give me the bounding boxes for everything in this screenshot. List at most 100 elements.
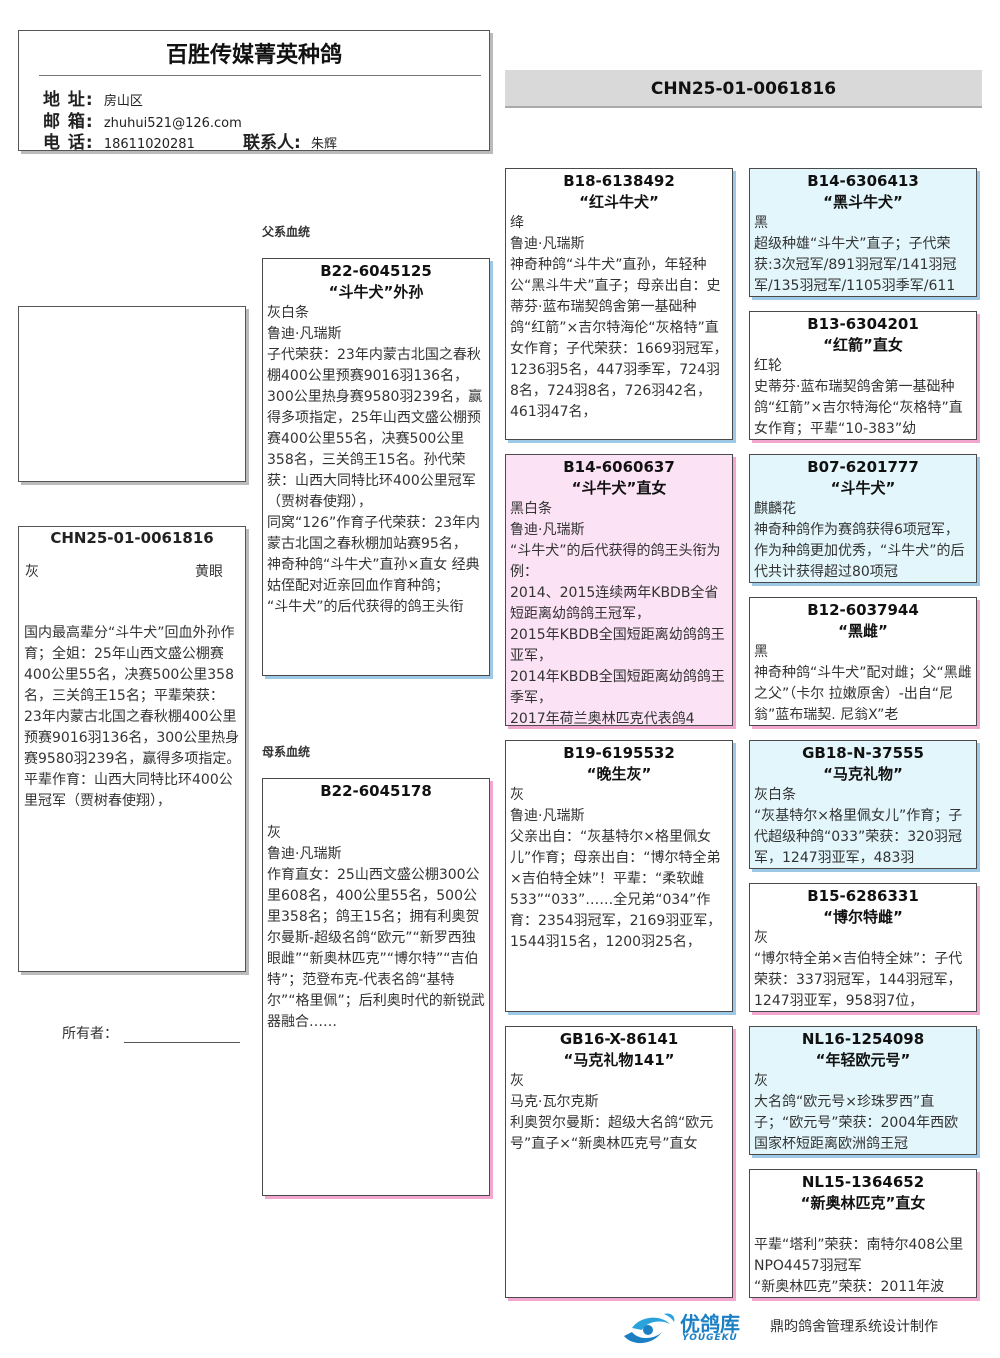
owner-field: 所有者：	[62, 1023, 240, 1043]
ring-number: NL16-1254098	[801, 1030, 925, 1048]
org-name: 百胜传媒菁英种鸽	[165, 43, 342, 68]
card-line: 作育直女：25山西文盛公棚300公里608名，400公里55名，500公里358…	[267, 867, 485, 1030]
ring-number: B22-6045178	[320, 782, 432, 800]
pigeon-color: 灰	[754, 930, 768, 946]
logo-cn-text: 优鸽库	[680, 1312, 740, 1336]
card-line: 鲁迪·凡瑞斯	[510, 236, 585, 252]
email-label: 邮 箱:	[43, 112, 94, 132]
card-dsd: B15-6286331 “博尔特雌” 灰 “博尔特全弟×吉伯特全妹”：子代荣获：337…	[749, 883, 977, 1012]
pigeon-color: 黑白条	[510, 501, 552, 517]
pigeon-name: “晚生灰”	[586, 765, 652, 783]
card-sds: B07-6201777 “斗牛犬” 麒麟花神奇种鸽作为赛鸽获得6项冠军，作为种鸽更加…	[749, 454, 977, 583]
ring-number: B18-6138492	[563, 172, 675, 190]
credit-text: 鼎昀鸽舍管理系统设计制作	[770, 1319, 938, 1335]
pigeon-color: 麒麟花	[754, 501, 796, 517]
card-sss: B14-6306413 “黑斗牛犬” 黑超级种雄“斗牛犬”直子；子代荣获:3次冠军/…	[749, 168, 977, 297]
email-row: 邮 箱: zhuhui521@126.com	[43, 107, 242, 132]
owner-signature-line	[124, 1029, 240, 1043]
card-body: 灰马克·瓦尔克斯利奥贺尔曼斯：超级大名鸽“欧元号”直子×“新奥林匹克号”直女	[506, 1071, 732, 1155]
ring-number: NL15-1364652	[801, 1173, 925, 1191]
card-line: 神奇种鸽作为赛鸽获得6项冠军，作为种鸽更加优秀，“斗牛犬”的后代共计获得超过80…	[754, 522, 965, 580]
card-line: 鲁迪·凡瑞斯	[267, 846, 342, 862]
card-line: 2015年KBDB全国短距离幼鸽鸽王亚军，	[510, 627, 725, 664]
card-dam-sire: B19-6195532 “晚生灰” 灰鲁迪·凡瑞斯父亲出自：“灰基特尔×格里佩女儿”…	[505, 740, 733, 1012]
contact-label: 联系人:	[242, 133, 301, 153]
ring-number: B07-6201777	[807, 458, 919, 476]
ring-number: B15-6286331	[807, 887, 919, 905]
card-body: 黑神奇种鸽“斗牛犬”配对雌；父“黑雌之父”（卡尔 拉嫩原舍）-出自“尼翁”蓝布瑞…	[750, 642, 976, 725]
pigeon-color: 灰	[510, 787, 524, 803]
pigeon-name: “斗牛犬”外孙	[328, 283, 424, 301]
card-line: 2014年KBDB全国短距离幼鸽鸽王季军，	[510, 669, 725, 706]
breeder-header: 百胜传媒菁英种鸽 地 址: 房山区 邮 箱: zhuhui521@126.com…	[18, 30, 490, 153]
card-line: 子代荣获：23年内蒙古北国之春秋棚400公里预赛9016羽136名，300公里热…	[267, 347, 483, 510]
card-ssd: B13-6304201 “红箭”直女红轮史蒂芬·蓝布瑞契鸽舍第一基础种鸽“红箭”×…	[749, 311, 977, 440]
ring-number: GB18-N-37555	[802, 744, 924, 762]
card-line: 史蒂芬·蓝布瑞契鸽舍第一基础种鸽“红箭”×吉尔特海伦“灰格特”直女作育；平辈“1…	[754, 379, 963, 437]
card-body: 灰大名鸽“欧元号×珍珠罗西”直子；“欧元号”荣获：2004年西欧国家杯短距离欧洲…	[750, 1071, 976, 1154]
card-body: 灰鲁迪·凡瑞斯父亲出自：“灰基特尔×格里佩女儿”作育；母亲出自：“博尔特全弟×吉…	[506, 785, 732, 953]
pigeon-photo-placeholder	[18, 306, 246, 482]
card-body: 黑超级种雄“斗牛犬”直子；子代荣获:3次冠军/891羽冠军/141羽冠军/135…	[750, 213, 976, 296]
subject-color: 灰	[25, 564, 39, 580]
card-line: “斗牛犬”的后代获得的鸽王头衔	[267, 599, 464, 615]
pigeon-name: “新奥林匹克”直女	[800, 1194, 926, 1212]
dam-section-label: 母系血统	[262, 745, 311, 759]
pigeon-name	[263, 801, 489, 823]
card-line: 利奥贺尔曼斯：超级大名鸽“欧元号”直子×“新奥林匹克号”直女	[510, 1115, 714, 1152]
card-sire-dam: B14-6060637 “斗牛犬”直女黑白条鲁迪·凡瑞斯“斗牛犬”的后代获得的鸽王…	[505, 454, 733, 726]
pigeon-color: 绛	[510, 215, 524, 231]
pigeon-name: “红斗牛犬”	[579, 193, 659, 211]
ring-number: B14-6060637	[563, 458, 675, 476]
card-ddd: NL15-1364652 “新奥林匹克”直女平辈“塔利”荣获：南特尔408公里NP…	[749, 1169, 977, 1298]
card-body: 灰白条鲁迪·凡瑞斯子代荣获：23年内蒙古北国之春秋棚400公里预赛9016羽13…	[263, 303, 489, 618]
email-value: zhuhui521@126.com	[103, 116, 242, 131]
card-sire-sire: B18-6138492“红斗牛犬”绛鲁迪·凡瑞斯神奇种鸽“斗牛犬”直孙，年轻种公…	[505, 168, 733, 440]
card-line: 马克·瓦尔克斯	[510, 1094, 599, 1110]
ring-number: B22-6045125	[320, 262, 432, 280]
card-line: 2017年荷兰奥林匹克代表鸽4	[510, 711, 695, 726]
ring-number: GB16-X-86141	[559, 1030, 679, 1048]
pigeon-name: “斗牛犬”	[830, 479, 896, 497]
header-divider	[39, 75, 481, 76]
card-body: 黑白条鲁迪·凡瑞斯“斗牛犬”的后代获得的鸽王头衔为例：2014、2015连续两年…	[506, 499, 732, 726]
pigeon-color: 灰	[510, 1073, 524, 1089]
ring-number: B14-6306413	[807, 172, 919, 190]
subject-card: CHN25-01-0061816 灰 黄眼 国内最高辈分“斗牛犬”回血外孙作育；…	[18, 526, 246, 972]
pigeon-name: “马克礼物”	[823, 765, 903, 783]
card-line: 2014、2015连续两年KBDB全省短距离幼鸽鸽王冠军，	[510, 585, 719, 622]
card-dam: B22-6045178 灰鲁迪·凡瑞斯作育直女：25山西文盛公棚300公里608名…	[262, 778, 490, 1196]
card-line: “灰基特尔×格里佩女儿”作育；子代超级种鸽“033”荣获：320羽冠军，1247…	[754, 808, 963, 866]
card-dss: GB18-N-37555“马克礼物”灰白条“灰基特尔×格里佩女儿”作育；子代超级…	[749, 740, 977, 869]
pigeon-name: “黑斗牛犬”	[823, 193, 903, 211]
card-dam-dam: GB16-X-86141 “马克礼物141” 灰马克·瓦尔克斯利奥贺尔曼斯：超级大名…	[505, 1026, 733, 1298]
card-line: 同窝“126”作育子代荣获：23年内蒙古北国之春秋棚加站赛95名，	[267, 515, 481, 552]
card-body: 灰鲁迪·凡瑞斯作育直女：25山西文盛公棚300公里608名，400公里55名，5…	[263, 823, 489, 1033]
pigeon-name: “黑雌”	[838, 622, 888, 640]
pigeon-name: “马克礼物141”	[563, 1051, 675, 1069]
pigeon-color: 黑	[754, 644, 768, 660]
card-body: 麒麟花神奇种鸽作为赛鸽获得6项冠军，作为种鸽更加优秀，“斗牛犬”的后代共计获得超…	[750, 499, 976, 582]
ring-number: B13-6304201	[807, 315, 919, 333]
card-line: 鲁迪·凡瑞斯	[267, 326, 342, 342]
pigeon-name: “红箭”直女	[823, 336, 903, 354]
pigeon-name: “博尔特雌”	[823, 908, 903, 926]
pedigree-ring-title: CHN25-01-0061816	[505, 70, 982, 108]
pigeon-color: 灰	[754, 1073, 768, 1089]
swirl-logo-icon	[624, 1313, 675, 1344]
yougeku-logo: 优鸽库 YOUGEKU	[618, 1306, 758, 1348]
pigeon-color: 黑	[754, 215, 768, 231]
phone-row: 电 话: 18611020281 联系人: 朱辉	[43, 128, 337, 153]
card-line: “博尔特全弟×吉伯特全妹”：子代荣获：337羽冠军，144羽冠军，1247羽亚军…	[754, 951, 963, 1009]
card-body: 红轮史蒂芬·蓝布瑞契鸽舍第一基础种鸽“红箭”×吉尔特海伦“灰格特”直女作育；平辈…	[750, 356, 976, 439]
card-line: 平辈“塔利”荣获：南特尔408公里NPO4457羽冠军	[754, 1237, 964, 1274]
ring-number: B19-6195532	[563, 744, 675, 762]
contact-value: 朱辉	[310, 137, 337, 152]
card-dds: NL16-1254098“年轻欧元号”灰大名鸽“欧元号×珍珠罗西”直子；“欧元号…	[749, 1026, 977, 1155]
pigeon-name: “斗牛犬”直女	[571, 479, 667, 497]
card-line: 神奇种鸽“斗牛犬”配对雌；父“黑雌之父”（卡尔 拉嫩原舍）-出自“尼翁”蓝布瑞契…	[754, 665, 972, 723]
pigeon-color	[754, 1214, 972, 1235]
card-body: 灰 “博尔特全弟×吉伯特全妹”：子代荣获：337羽冠军，144羽冠军，1247羽亚…	[750, 928, 976, 1011]
card-line: 父亲出自：“灰基特尔×格里佩女儿”作育；母亲出自：“博尔特全弟×吉伯特全妹”！平…	[510, 829, 722, 950]
owner-label: 所有者：	[62, 1026, 118, 1042]
